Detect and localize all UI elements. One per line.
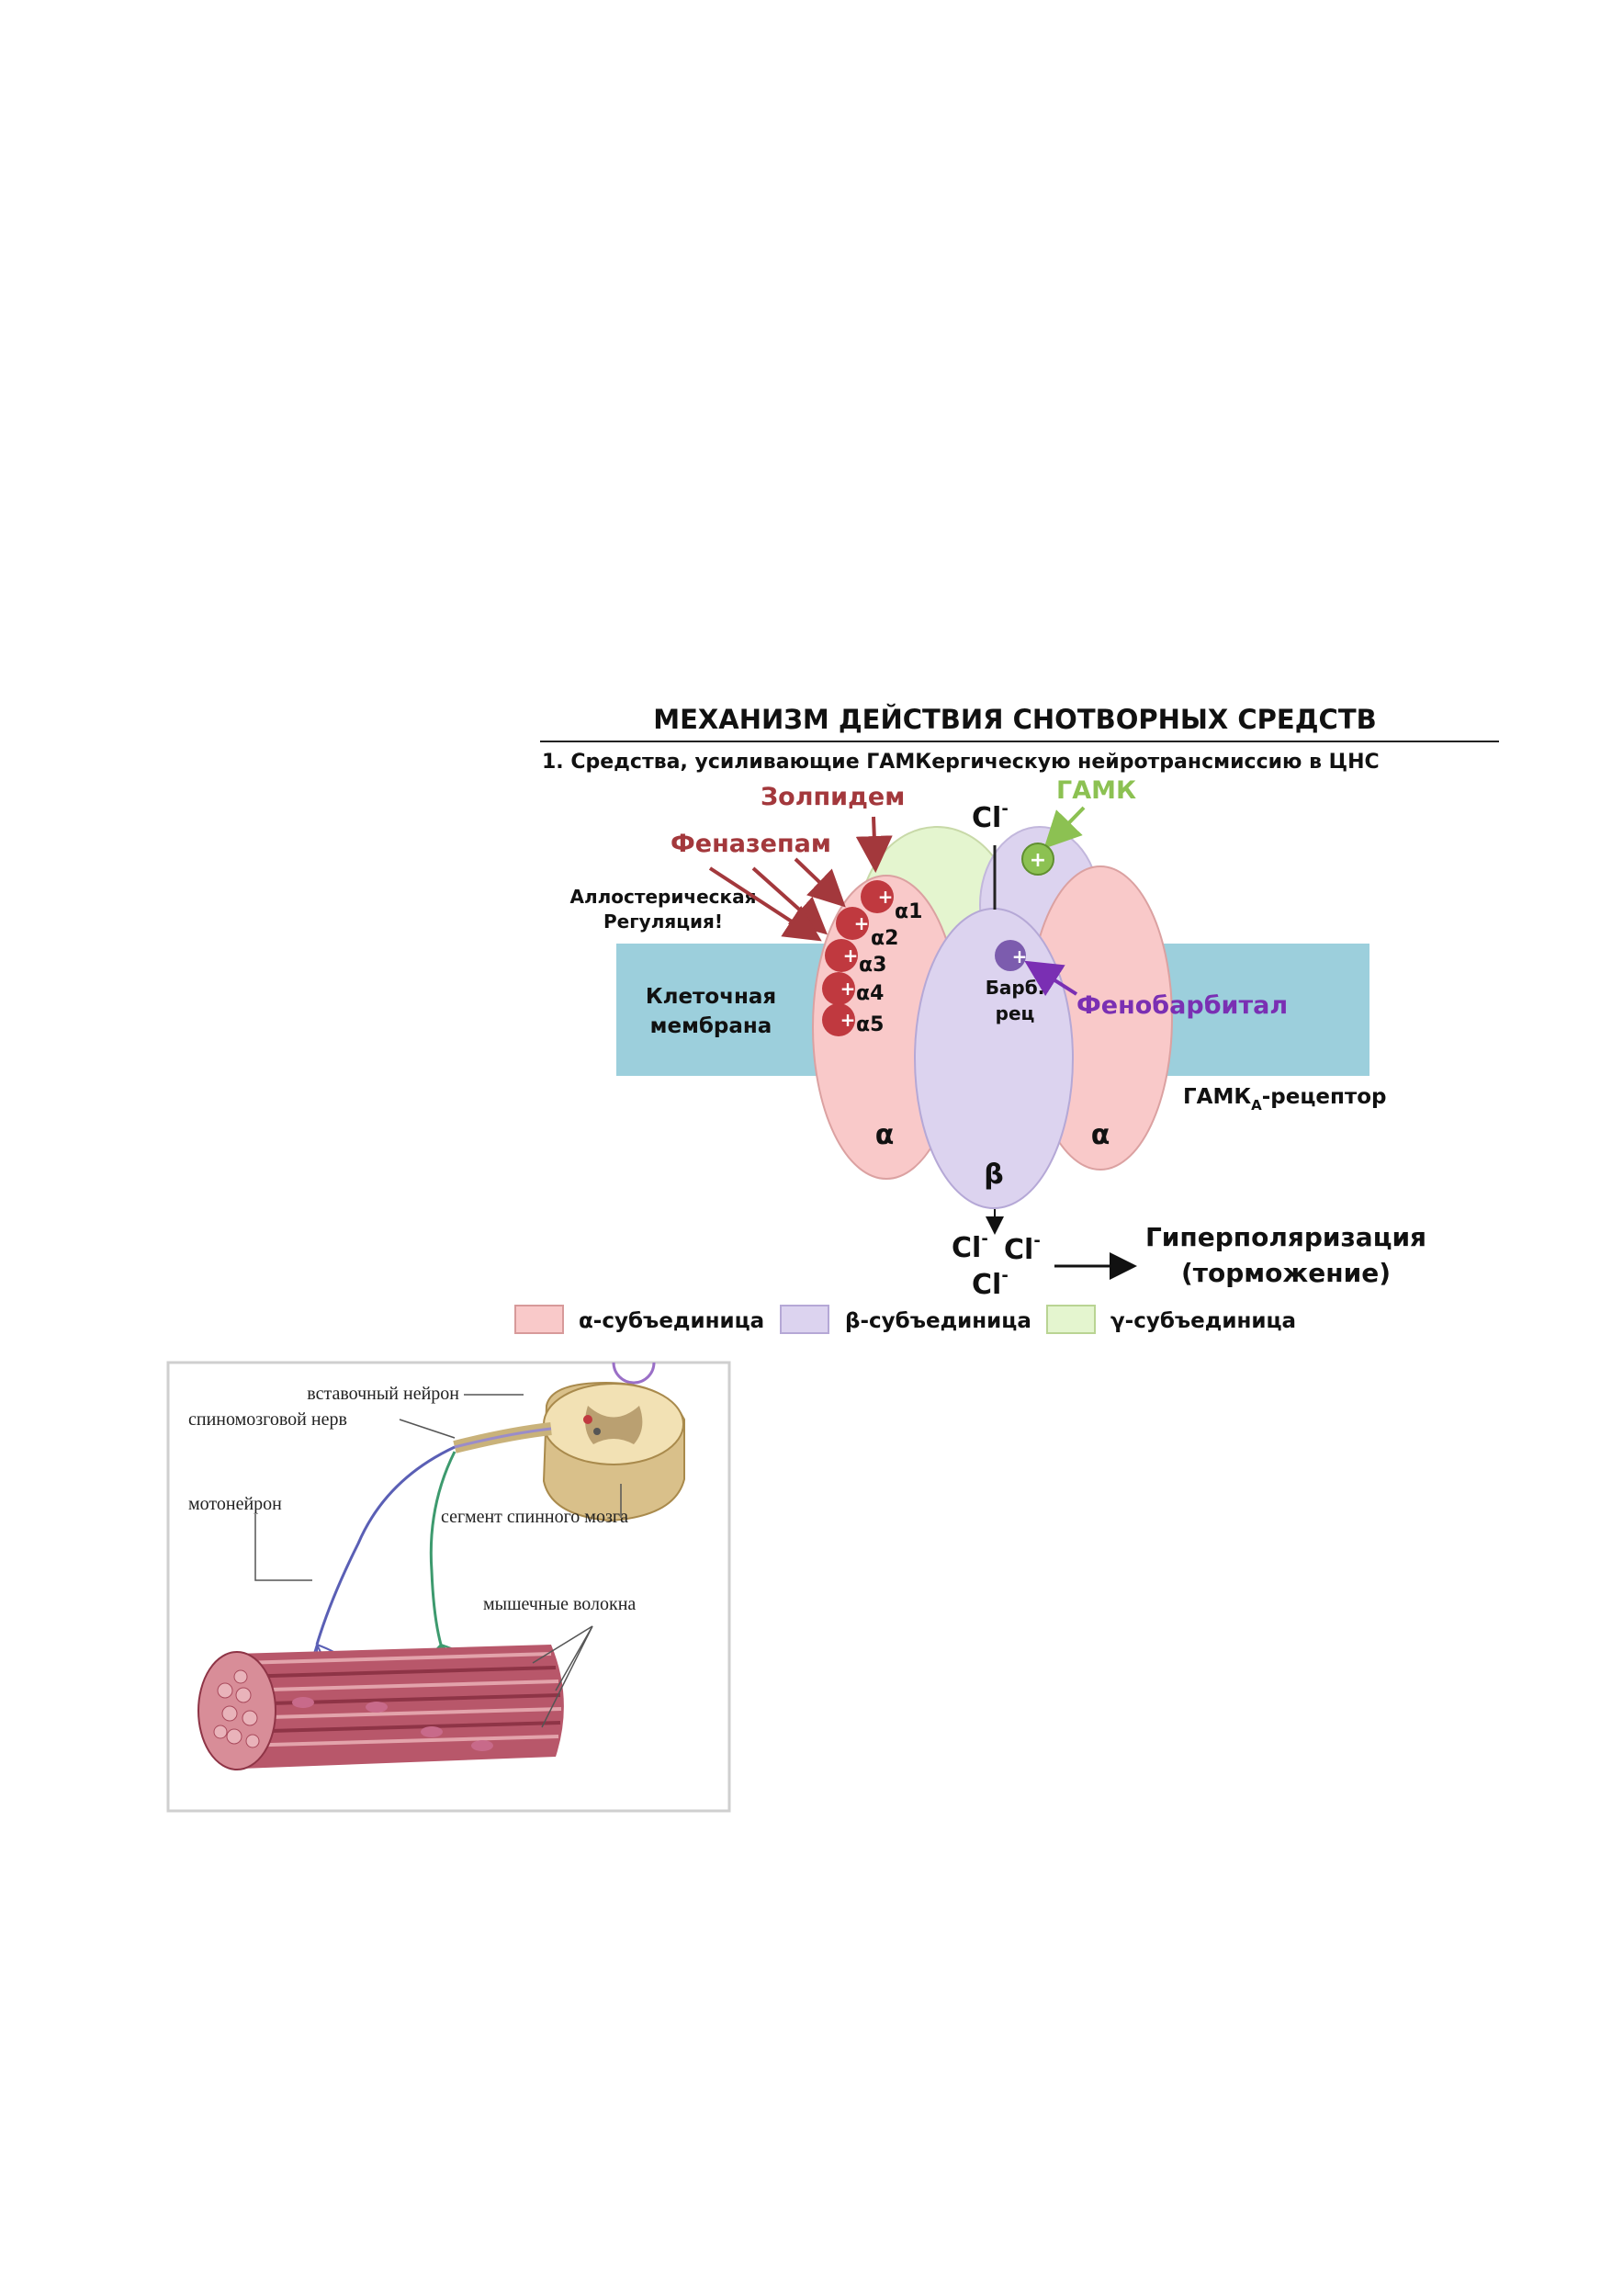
chloride-bottom-2: Cl- (1004, 1231, 1041, 1266)
diagram-subtitle: 1. Средства, усиливающие ГАМКергическую … (542, 751, 1380, 774)
svg-text:α1: α1 (895, 900, 922, 923)
membrane-label-2: мембрана (650, 1014, 772, 1038)
gaba-arrow (1043, 806, 1086, 849)
phenazepam-label: Феназепам (671, 830, 831, 858)
alpha-site-1: + α1 (861, 880, 922, 923)
beta-letter: β (984, 1159, 1003, 1191)
svg-text:+: + (1012, 945, 1028, 967)
svg-text:α4: α4 (856, 982, 884, 1005)
gaba-label: ГАМК (1056, 776, 1136, 805)
label-interneuron: вставочный нейрон (307, 1384, 459, 1404)
legend-swatch-gamma (1046, 1305, 1096, 1334)
phenazepam-arrow-1 (794, 857, 846, 908)
svg-text:+: + (840, 978, 856, 1000)
gaba-site: + (1021, 843, 1054, 876)
label-motoneuron: мотонейрон (188, 1494, 282, 1514)
alpha-site-2: + α2 (836, 907, 898, 950)
legend-label-gamma: γ-субъединица (1110, 1309, 1296, 1333)
muscle-fibers (197, 1645, 564, 1770)
diagram-title: МЕХАНИЗМ ДЕЙСТВИЯ СНОТВОРНЫХ СРЕДСТВ (653, 704, 1376, 735)
membrane-label-1: Клеточная (646, 985, 776, 1009)
alpha-site-4: + α4 (822, 972, 884, 1005)
legend-swatch-beta (780, 1305, 829, 1334)
legend-label-alpha: α-субъединица (579, 1309, 764, 1333)
svg-text:+: + (1030, 849, 1046, 872)
neuromuscular-illustration: вставочный нейрон спиномозговой нерв мот… (166, 1361, 731, 1813)
chloride-bottom-1: Cl- (952, 1229, 988, 1264)
phenobarbital-label: Фенобарбитал (1076, 991, 1288, 1020)
alpha-site-3: + α3 (825, 939, 886, 977)
zolpidem-arrow (855, 816, 893, 873)
svg-text:+: + (840, 1009, 856, 1031)
allosteric-label-1: Аллостерическая (570, 886, 757, 908)
chloride-bottom-3: Cl- (972, 1266, 1009, 1301)
hyperpolarization-label-2: (торможение) (1181, 1258, 1391, 1288)
legend-label-beta: β-субъединица (845, 1309, 1031, 1333)
phenazepam-arrow-3 (708, 866, 822, 942)
alpha-letter-right: α (1091, 1119, 1110, 1151)
legend: α-субъединица β-субъединица γ-субъединиц… (514, 1305, 1296, 1334)
svg-text:+: + (878, 886, 894, 908)
chloride-top: Cl- (972, 799, 1009, 834)
spinal-cord-segment (542, 1381, 685, 1522)
label-spinal-nerve: спиномозговой нерв (188, 1409, 347, 1430)
receptor-label: ГАМКA-рецептор (1183, 1085, 1387, 1114)
barbiturate-site: + (995, 940, 1027, 971)
barb-label-2: рец (996, 1002, 1035, 1024)
svg-text:α2: α2 (871, 927, 898, 950)
zolpidem-label: Золпидем (761, 783, 905, 811)
barb-label-1: Барб. (986, 977, 1045, 999)
svg-text:+: + (843, 944, 859, 967)
alpha-letter-left: α (875, 1119, 895, 1151)
svg-text:α5: α5 (856, 1013, 884, 1036)
svg-text:+: + (854, 912, 870, 934)
hyperpolarization-label-1: Гиперполяризация (1145, 1222, 1426, 1252)
svg-text:α3: α3 (859, 954, 886, 977)
label-muscle-fibers: мышечные волокна (483, 1594, 636, 1614)
alpha-site-5: + α5 (822, 1003, 884, 1036)
label-segment: сегмент спинного мозга (441, 1507, 628, 1527)
allosteric-label-2: Регуляция! (603, 910, 723, 933)
phenobarbital-arrow (1024, 960, 1078, 997)
legend-swatch-alpha (514, 1305, 564, 1334)
